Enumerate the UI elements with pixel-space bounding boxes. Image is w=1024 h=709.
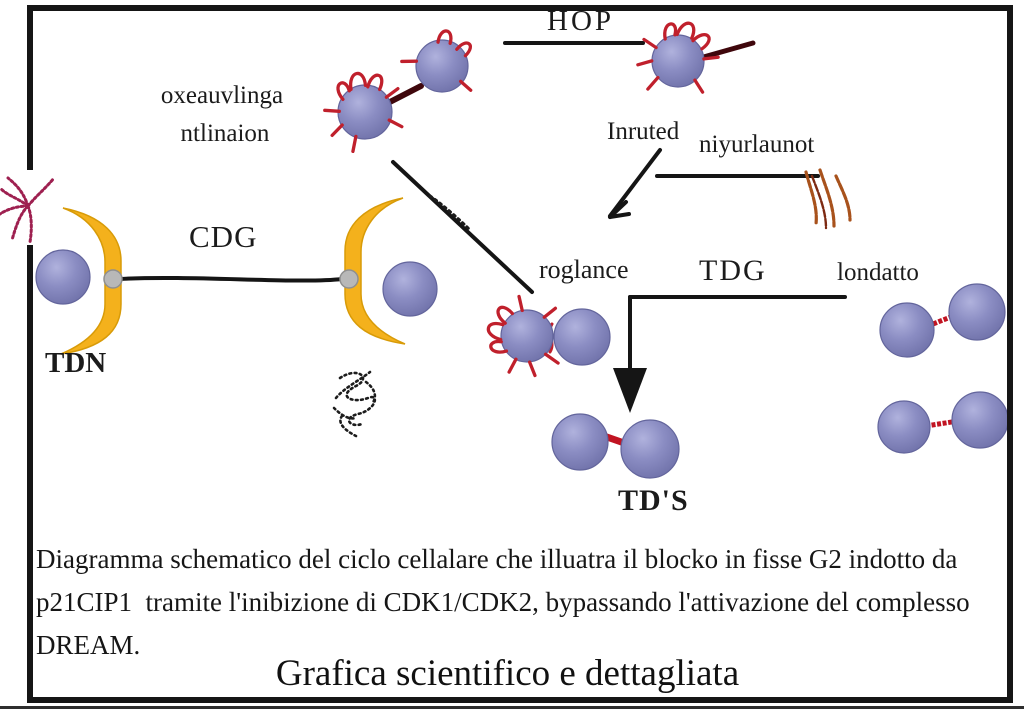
tdn-label: TDN xyxy=(45,347,107,379)
frame-border-left-upper xyxy=(27,5,33,170)
cdg-label: CDG xyxy=(189,219,258,254)
tdg-arrowhead xyxy=(613,368,647,413)
inhibitor-label-1: Inruted xyxy=(607,118,680,145)
frame-border-top xyxy=(27,5,1013,11)
hop-cell-tail xyxy=(697,40,756,61)
diagonal-speckles xyxy=(428,194,472,232)
frame-border-left-lower xyxy=(27,245,33,703)
note-label-line1: oxeauvlinga xyxy=(160,82,284,109)
inhibition-arrow xyxy=(608,148,662,219)
caption-line-2: p21CIP1 tramite l'inibizione di CDK1/CDK… xyxy=(36,587,970,617)
caption-line-3: DREAM. xyxy=(36,630,141,660)
fiber-star xyxy=(0,176,56,244)
tdg-label: TDG xyxy=(699,254,767,287)
scratch-marks xyxy=(804,168,852,230)
note-label-line2: ntlinaion xyxy=(180,120,270,147)
frame-border-right xyxy=(1007,5,1013,703)
roglance-label: roglance xyxy=(539,255,629,284)
cdg-tether-line xyxy=(118,275,344,283)
frame-border-bottom xyxy=(27,697,1013,703)
tds-label: TD'S xyxy=(618,484,689,517)
stipple-cloud xyxy=(332,370,377,438)
cells xyxy=(35,34,1009,479)
diagonal-line xyxy=(391,160,534,294)
figure-title: Grafica scientifico e dettagliata xyxy=(275,653,740,694)
image-bottom-edge xyxy=(0,706,1024,709)
londatto-label: londatto xyxy=(837,259,919,286)
inhibitor-label-2: niyurlaunot xyxy=(699,131,815,158)
middle-anchor-dot xyxy=(339,269,359,289)
caption-line-1: Diagramma schematico del ciclo cellalare… xyxy=(36,544,958,574)
top-pair-connector xyxy=(383,83,424,107)
hop-label: HOP xyxy=(547,5,615,37)
figure-caption: Diagramma schematico del ciclo cellalare… xyxy=(36,538,1006,667)
left-anchor-dot xyxy=(103,269,123,289)
